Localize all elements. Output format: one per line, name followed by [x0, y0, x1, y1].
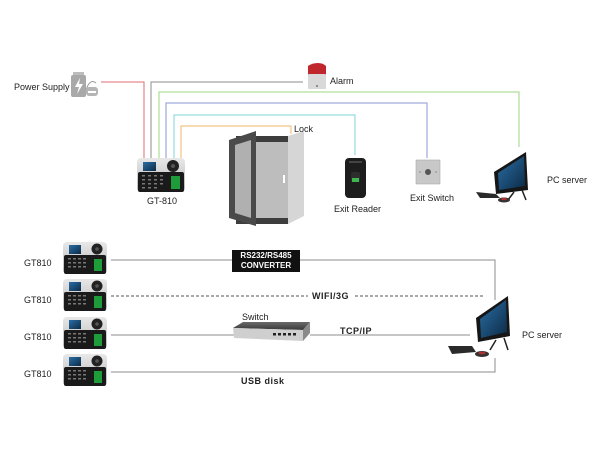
pc-server-label-top: PC server — [547, 175, 588, 185]
lock-label: Lock — [294, 124, 314, 134]
wire-exit-reader — [173, 114, 356, 160]
gt-810-label: GT-810 — [147, 196, 178, 206]
exit-reader-label: Exit Reader — [334, 204, 382, 214]
exit-reader-icon — [345, 158, 366, 198]
wire-power — [101, 81, 145, 160]
device-label-3: GT810 — [24, 332, 52, 342]
gt810-device-icon — [63, 242, 107, 274]
usb-line — [111, 358, 496, 373]
exit-switch-label: Exit Switch — [410, 193, 455, 203]
tcpip-label: TCP/IP — [340, 326, 373, 336]
exit-switch-icon — [415, 159, 441, 185]
converter-line-2: CONVERTER — [240, 261, 292, 270]
rs232-line — [111, 259, 496, 300]
wifi-label: WIFI/3G — [312, 291, 349, 301]
door-icon — [229, 131, 304, 226]
device-label-2: GT810 — [24, 295, 52, 305]
gt810-device-icon — [63, 317, 107, 349]
power-supply-icon — [71, 72, 98, 97]
alarm-label: Alarm — [330, 76, 354, 86]
wire-pc-server — [158, 91, 520, 160]
pc-server-icon-bottom — [448, 296, 510, 357]
gt810-device-icon — [63, 279, 107, 311]
gt-810-device — [137, 158, 185, 192]
wire-exit-switch — [165, 102, 428, 160]
wire-lock — [180, 125, 292, 160]
network-switch-icon — [233, 322, 310, 341]
gt810-device-icon — [63, 354, 107, 386]
switch-label: Switch — [242, 312, 269, 322]
power-supply-label: Power Supply — [14, 82, 70, 92]
rs232-rs485-converter: RS232/RS485 CONVERTER — [232, 250, 300, 272]
pc-server-label-bottom: PC server — [522, 330, 563, 340]
usb-disk-label: USB disk — [241, 376, 285, 386]
wire-alarm — [150, 81, 303, 160]
device-label-4: GT810 — [24, 369, 52, 379]
device-label-1: GT810 — [24, 258, 52, 268]
converter-line-1: RS232/RS485 — [240, 251, 292, 260]
pc-server-icon-top — [476, 152, 528, 203]
alarm-icon — [308, 63, 326, 89]
